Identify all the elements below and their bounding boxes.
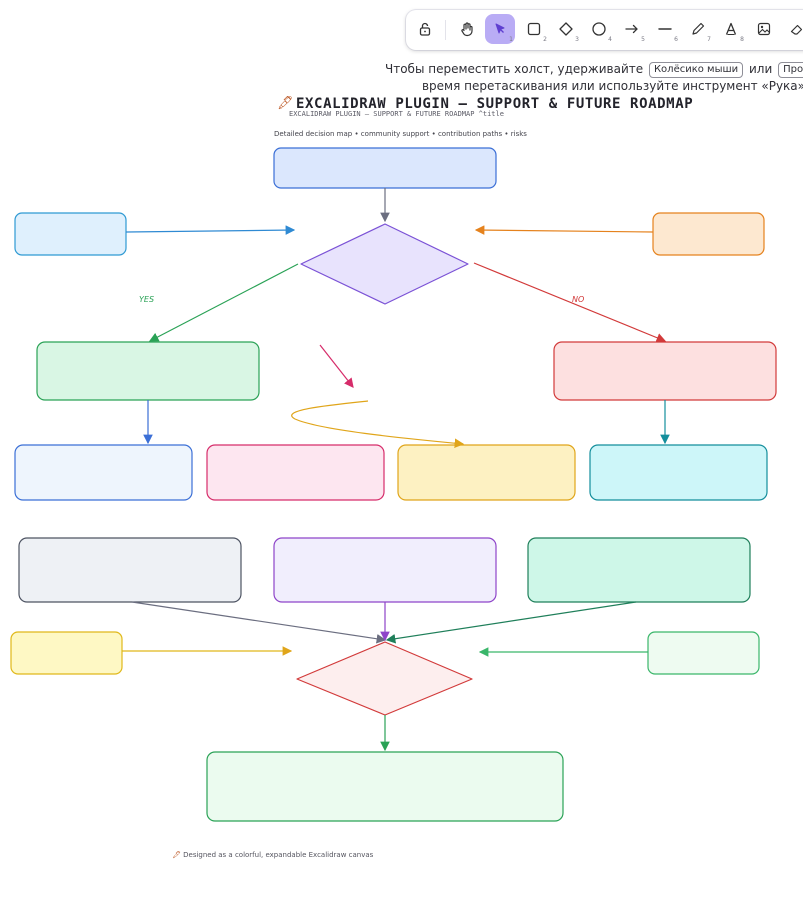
no-label[interactable]: NO bbox=[572, 295, 585, 304]
key-badge-mouse-wheel: Колёсико мыши bbox=[648, 62, 744, 78]
tool-shortcut-number: 3 bbox=[575, 36, 579, 43]
risk-diamond[interactable] bbox=[296, 641, 473, 716]
arrow-mint-to-risk[interactable] bbox=[385, 601, 637, 644]
bottom-box-violet[interactable] bbox=[273, 537, 497, 603]
tool-shortcut-number: 8 bbox=[740, 36, 744, 43]
canvas-title[interactable]: EXCALIDRAW PLUGIN — SUPPORT & FUTURE ROA… bbox=[296, 96, 694, 112]
pencil-icon[interactable]: 7 bbox=[683, 14, 713, 44]
arrow-left-to-diamond[interactable] bbox=[125, 225, 296, 235]
yes-branch-box[interactable] bbox=[36, 341, 260, 401]
bottom-box-mint[interactable] bbox=[527, 537, 751, 603]
image-icon[interactable] bbox=[749, 14, 779, 44]
pan-hint-line-1: Чтобы переместить холст, удерживайте Кол… bbox=[385, 62, 803, 78]
tool-shortcut-number: 5 bbox=[641, 36, 645, 43]
decision-diamond[interactable] bbox=[300, 223, 469, 305]
tool-shortcut-number: 4 bbox=[608, 36, 612, 43]
canvas-title-ghost: EXCALIDRAW PLUGIN — SUPPORT & FUTURE ROA… bbox=[289, 110, 504, 118]
lower-left-box[interactable] bbox=[10, 631, 123, 675]
text-icon[interactable]: 8 bbox=[716, 14, 746, 44]
eraser-icon[interactable] bbox=[782, 14, 803, 44]
pan-hint-line-2: время перетаскивания или используйте инс… bbox=[421, 79, 803, 93]
canvas-tagline[interactable]: Detailed decision map • community suppor… bbox=[274, 130, 527, 138]
arrow-right-to-diamond[interactable] bbox=[474, 225, 654, 235]
tool-shortcut-number: 6 bbox=[674, 36, 678, 43]
right-input-box[interactable] bbox=[652, 212, 765, 256]
key-badge-space: Проб bbox=[778, 62, 803, 78]
tool-shortcut-number: 1 bbox=[509, 36, 513, 43]
diamond-icon[interactable]: 3 bbox=[551, 14, 581, 44]
row-box-yellow[interactable] bbox=[397, 444, 576, 501]
row-box-cyan[interactable] bbox=[589, 444, 768, 501]
row-box-blue[interactable] bbox=[14, 444, 193, 501]
toolbar-separator bbox=[445, 20, 446, 40]
hint-text: Чтобы переместить холст, удерживайте bbox=[385, 62, 644, 76]
row-box-pink[interactable] bbox=[206, 444, 385, 501]
footer-text: Designed as a colorful, expandable Excal… bbox=[183, 851, 374, 859]
pen-icon: 🖋 bbox=[277, 96, 294, 111]
hand-icon[interactable] bbox=[452, 14, 482, 44]
arrow-yes[interactable] bbox=[148, 263, 299, 342]
pen-icon: 🖋 bbox=[172, 851, 181, 859]
bottom-box-slate[interactable] bbox=[18, 537, 242, 603]
final-box[interactable] bbox=[206, 751, 564, 822]
arrow-icon[interactable]: 5 bbox=[617, 14, 647, 44]
yes-label[interactable]: YES bbox=[139, 295, 155, 304]
tool-shortcut-number: 2 bbox=[543, 36, 547, 43]
no-branch-box[interactable] bbox=[553, 341, 777, 401]
tool-shortcut-number: 7 bbox=[707, 36, 711, 43]
selection-icon[interactable]: 1 bbox=[485, 14, 515, 44]
arrow-yellow-curve[interactable] bbox=[291, 400, 465, 448]
ellipse-icon[interactable]: 4 bbox=[584, 14, 614, 44]
arrow-slate-to-risk[interactable] bbox=[131, 601, 387, 644]
left-input-box[interactable] bbox=[14, 212, 127, 256]
canvas-footer[interactable]: 🖋 Designed as a colorful, expandable Exc… bbox=[172, 851, 373, 859]
rectangle-icon[interactable]: 2 bbox=[519, 14, 549, 44]
arrow-no[interactable] bbox=[473, 262, 667, 343]
top-box[interactable] bbox=[273, 147, 497, 189]
lower-right-box[interactable] bbox=[647, 631, 760, 675]
lock-icon[interactable] bbox=[410, 14, 440, 44]
hint-text: или bbox=[748, 62, 773, 76]
arrow-pink-short[interactable] bbox=[319, 344, 354, 388]
line-icon[interactable]: 6 bbox=[650, 14, 680, 44]
